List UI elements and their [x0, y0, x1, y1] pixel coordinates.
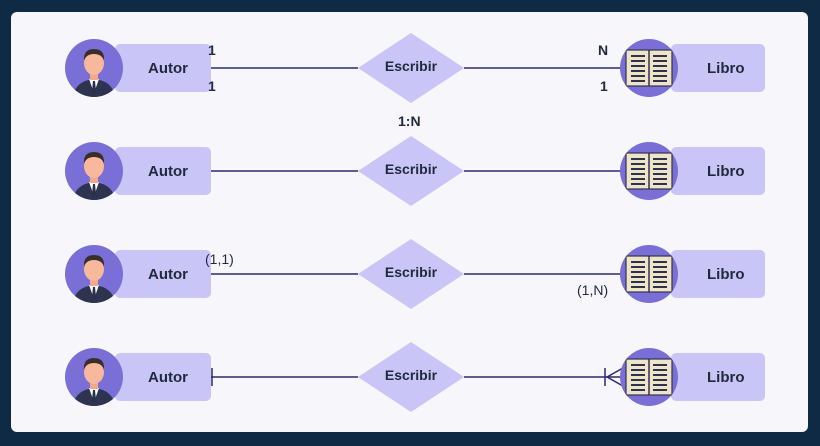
row3-relationship-diamond	[358, 239, 464, 309]
entity-label: Libro	[707, 59, 745, 77]
diagram-lines	[201, 33, 624, 412]
entity-label: Autor	[148, 368, 188, 386]
relationship-label: Escribir	[384, 58, 438, 74]
open-book-icon	[620, 245, 678, 303]
row2-relationship-diamond	[358, 136, 464, 206]
libro-entity: Libro	[671, 44, 765, 92]
libro-entity: Libro	[671, 353, 765, 401]
row4-relationship-diamond	[358, 342, 464, 412]
autor-entity: Autor	[115, 147, 211, 195]
person-in-suit-icon	[65, 245, 123, 303]
row1-relationship-diamond	[358, 33, 464, 103]
entity-label: Libro	[707, 162, 745, 180]
entity-label: Autor	[148, 59, 188, 77]
diagram-canvas: Autor Escribir Libro 1 1	[11, 12, 808, 432]
row3-right-minmax: (1,N)	[577, 282, 609, 298]
open-book-icon	[620, 348, 678, 406]
person-in-suit-icon	[65, 39, 123, 97]
row1-ratio-caption: 1:N	[398, 113, 421, 129]
autor-entity: Autor	[115, 44, 211, 92]
relationship-label: Escribir	[384, 264, 438, 280]
libro-entity: Libro	[671, 250, 765, 298]
relationship-label: Escribir	[384, 367, 438, 383]
open-book-icon	[620, 142, 678, 200]
row1-left-top-cardinality: 1	[208, 42, 216, 58]
row3-left-minmax: (1,1)	[205, 251, 234, 267]
autor-entity: Autor	[115, 250, 211, 298]
person-in-suit-icon	[65, 348, 123, 406]
autor-entity: Autor	[115, 353, 211, 401]
relationship-label: Escribir	[384, 161, 438, 177]
entity-label: Autor	[148, 162, 188, 180]
person-in-suit-icon	[65, 142, 123, 200]
open-book-icon	[620, 39, 678, 97]
row1-left-bottom-cardinality: 1	[208, 78, 216, 94]
libro-entity: Libro	[671, 147, 765, 195]
entity-label: Libro	[707, 265, 745, 283]
row1-right-bottom-cardinality: 1	[600, 78, 608, 94]
row1-right-top-cardinality: N	[598, 42, 609, 58]
entity-label: Libro	[707, 368, 745, 386]
entity-label: Autor	[148, 265, 188, 283]
